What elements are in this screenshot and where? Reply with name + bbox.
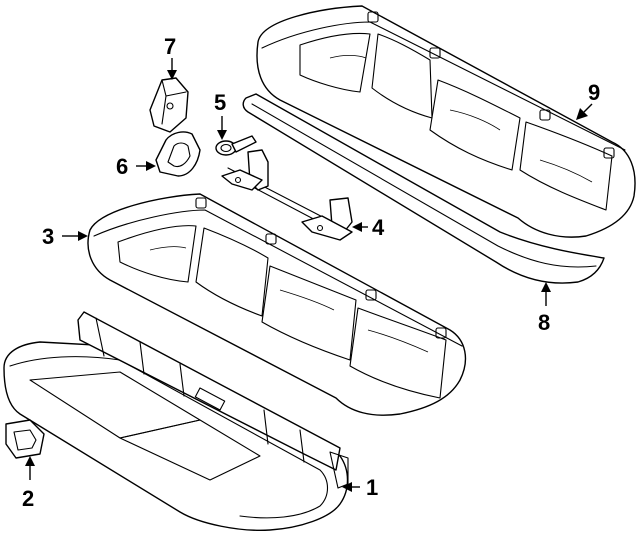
callout-7: 7: [164, 34, 176, 59]
callout-numbers: 1 2 3 4 5 6 7 8 9: [22, 34, 600, 511]
callout-2: 2: [22, 486, 34, 511]
part-3-seat-cushion-lower[interactable]: [87, 193, 467, 416]
part-6-guide-bezel[interactable]: [155, 131, 201, 177]
part-7-bracket[interactable]: [149, 77, 189, 133]
callout-9: 9: [588, 80, 600, 105]
callout-5: 5: [214, 90, 226, 115]
callout-1: 1: [366, 475, 378, 500]
part-2-clip[interactable]: [5, 419, 45, 459]
callout-8: 8: [538, 310, 550, 335]
callout-4: 4: [372, 215, 385, 240]
callout-3: 3: [42, 224, 54, 249]
part-5-bolt[interactable]: [215, 135, 257, 156]
callout-6: 6: [116, 154, 128, 179]
part-1-seat-pan[interactable]: [3, 311, 349, 532]
part-8-trim-strip[interactable]: [242, 93, 605, 284]
leader-lines: [25, 58, 593, 492]
part-9-seat-cushion-upper[interactable]: [256, 5, 636, 238]
part-4-frame-bracket[interactable]: [221, 149, 353, 241]
